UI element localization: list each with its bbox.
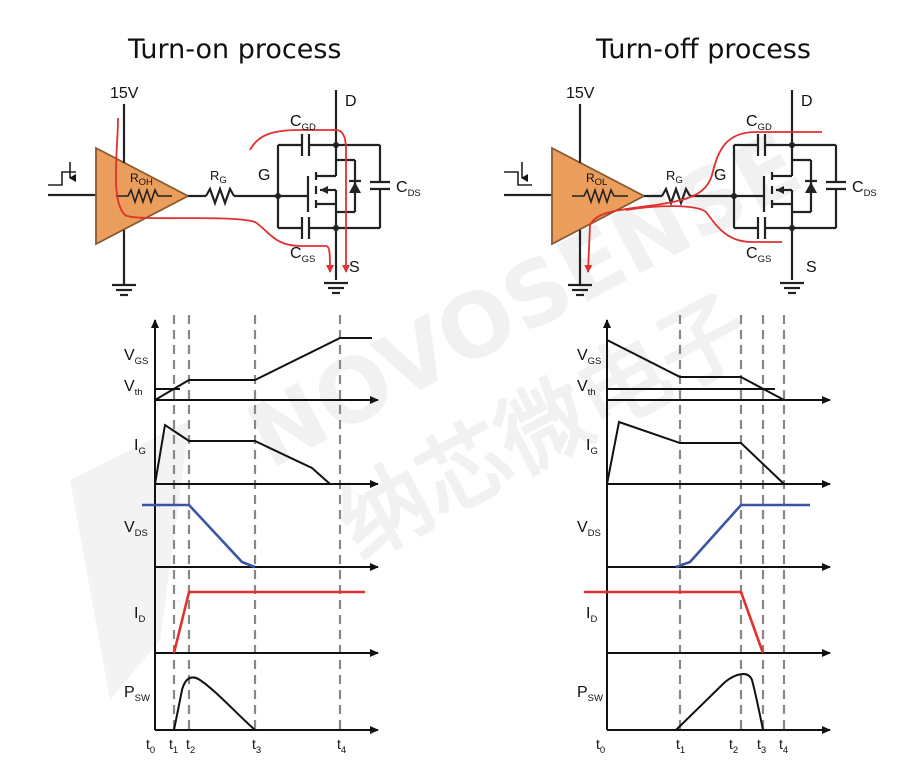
- t3-label: t3: [252, 736, 261, 756]
- drive-resistor-label: ROL: [586, 171, 607, 188]
- supply-label: 15V: [110, 85, 139, 102]
- psw-label: PSW: [124, 684, 150, 704]
- cgs-label: CGS: [290, 245, 315, 265]
- driver-amplifier-icon: [551, 146, 646, 246]
- cgd-label: CGD: [746, 113, 772, 133]
- turn-on-gd-path: [249, 129, 350, 273]
- t0-label: t0: [596, 736, 605, 756]
- source-label: S: [806, 259, 817, 276]
- id-trace: [172, 590, 365, 654]
- drive-resistor-icon: [116, 187, 172, 205]
- mosfet-icon: [278, 90, 361, 280]
- drain-label: D: [345, 93, 357, 110]
- psw-trace: [173, 676, 256, 731]
- supply-label: 15V: [566, 85, 595, 102]
- gate-label: G: [258, 167, 270, 184]
- ground-icon: [780, 281, 804, 295]
- gate-resistor-label: RG: [666, 168, 683, 186]
- ig-trace: [154, 423, 331, 485]
- turn-off-waveforms: [584, 315, 831, 734]
- psw-label: PSW: [577, 684, 603, 704]
- turn-off-current-path: [584, 131, 822, 273]
- drive-resistor-icon: [572, 187, 628, 205]
- id-trace: [584, 590, 765, 654]
- t1-label: t1: [676, 736, 685, 756]
- drain-label: D: [801, 93, 813, 110]
- ig-label: IG: [586, 437, 598, 457]
- cds-label: CDS: [852, 179, 877, 199]
- turn-off-circuit: [504, 90, 846, 297]
- driver-amplifier-icon: [95, 146, 190, 246]
- t4-label: t4: [337, 736, 346, 756]
- t1-label: t1: [169, 736, 178, 756]
- ig-label: IG: [134, 437, 146, 457]
- vds-label: VDS: [124, 519, 148, 539]
- watermark: NOVOSENSE 纳芯微电子: [70, 112, 817, 700]
- turn-off-gs-path: [625, 205, 782, 243]
- psw-trace: [675, 673, 764, 731]
- input-pulse-icon: [48, 171, 76, 186]
- cds-label: CDS: [396, 179, 421, 199]
- turn-on-current-path: [114, 117, 334, 273]
- ground-icon: [112, 283, 136, 297]
- t2-label: t2: [729, 736, 738, 756]
- vgs-label: VGS: [124, 347, 148, 367]
- t3-label: t3: [757, 736, 766, 756]
- source-label: S: [349, 259, 360, 276]
- t2-label: t2: [186, 736, 195, 756]
- ground-icon: [568, 283, 592, 297]
- cgd-label: CGD: [290, 113, 316, 133]
- id-label: ID: [586, 605, 597, 625]
- turn-on-waveforms: [142, 315, 379, 734]
- id-label: ID: [134, 605, 145, 625]
- vds-trace: [142, 503, 256, 569]
- t0-label: t0: [146, 736, 155, 756]
- gate-resistor-icon: [661, 185, 691, 207]
- vgs-label: VGS: [577, 347, 601, 367]
- mosfet-icon: [734, 90, 817, 280]
- input-pulse-icon: [504, 171, 532, 186]
- vgs-trace: [154, 337, 372, 401]
- vds-trace: [675, 503, 810, 569]
- gate-resistor-icon: [205, 185, 235, 207]
- vth-label: Vth: [577, 378, 596, 398]
- ground-icon: [324, 281, 348, 295]
- t4-label: t4: [779, 736, 788, 756]
- turn-on-title: Turn-on process: [128, 34, 342, 65]
- vth-label: Vth: [124, 378, 143, 398]
- turn-on-circuit: [48, 90, 390, 297]
- drive-resistor-label: ROH: [130, 171, 153, 188]
- watermark-logo-shape: [70, 420, 190, 700]
- turn-off-title: Turn-off process: [596, 34, 811, 65]
- cgs-label: CGS: [746, 245, 771, 265]
- gate-resistor-label: RG: [210, 168, 227, 186]
- vds-label: VDS: [577, 519, 601, 539]
- ig-trace: [606, 420, 785, 485]
- vgs-trace: [606, 339, 785, 401]
- gate-label: G: [714, 167, 726, 184]
